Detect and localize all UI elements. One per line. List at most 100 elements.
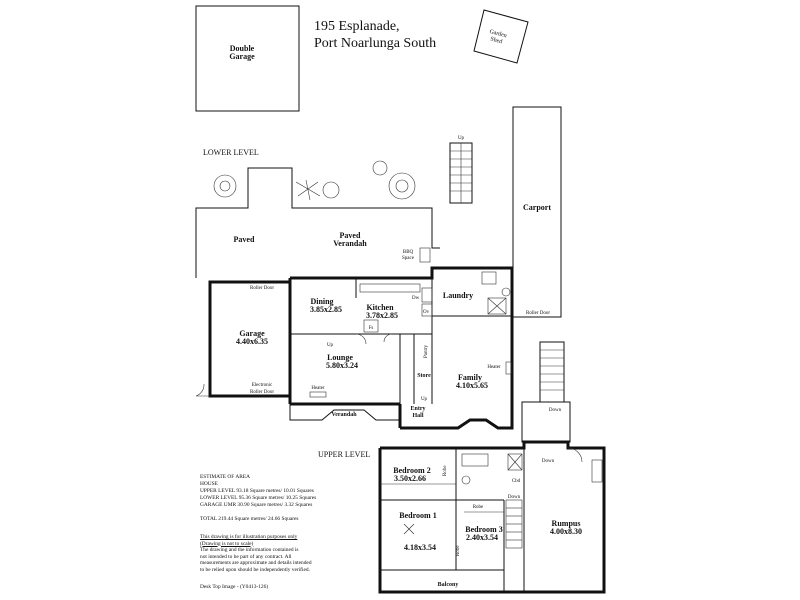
garden-shed-label-1: Garden bbox=[489, 29, 508, 39]
paved-verandah-label-2: Verandah bbox=[333, 239, 367, 248]
stairs-down-label: Down bbox=[549, 408, 562, 413]
plant-icons bbox=[213, 160, 416, 201]
shower-icon bbox=[487, 297, 507, 315]
verandah-outline bbox=[289, 404, 400, 421]
garden-shed: Garden Shed bbox=[473, 9, 529, 64]
address-line-2: Port Noarlunga South bbox=[314, 36, 437, 51]
disclaimer-line: The drawing and the information containe… bbox=[200, 547, 299, 554]
entry-hall-label-1: Entry bbox=[411, 406, 426, 412]
image-reference: Desk Top Image - (Y0413-126) bbox=[200, 584, 269, 590]
paved-verandah-label-1: Paved bbox=[340, 231, 361, 240]
family-heater-icon bbox=[505, 361, 512, 375]
internal-stairs bbox=[505, 499, 523, 549]
ov-label: Ov bbox=[423, 310, 430, 315]
pantry-label: Pantry bbox=[424, 344, 429, 358]
disclaimer-line: to be relied upon should be independentl… bbox=[200, 566, 310, 573]
double-garage-label-1: Double bbox=[230, 44, 255, 53]
bedroom3-robe-label: Robe bbox=[473, 505, 484, 510]
electronic-roller-door-label-2: Roller Door bbox=[250, 390, 274, 395]
laundry-tub-icon bbox=[481, 271, 497, 285]
electronic-roller-door-label-1: Electronic bbox=[252, 383, 273, 388]
lounge-label: Lounge bbox=[327, 353, 353, 362]
lounge-heater-label: Heater bbox=[311, 386, 325, 391]
dining-dimensions: 3.85x2.85 bbox=[310, 305, 342, 314]
garage-dimensions: 4.40x6.35 bbox=[236, 337, 268, 346]
paved-area-outline bbox=[195, 167, 440, 278]
oven-icon bbox=[421, 303, 433, 317]
carport-outline bbox=[512, 106, 562, 318]
carport-label: Carport bbox=[523, 203, 551, 212]
outdoor-stairs-top bbox=[449, 142, 473, 204]
lower-level-heading: LOWER LEVEL bbox=[203, 148, 259, 157]
cbd-label: Cbd bbox=[512, 479, 521, 484]
upper-level-heading: UPPER LEVEL bbox=[318, 450, 371, 459]
bedroom1-label: Bedroom 1 bbox=[399, 511, 436, 520]
rumpus-label: Rumpus bbox=[552, 519, 581, 528]
bedroom1-robe-label: Robe bbox=[456, 545, 461, 556]
double-garage-outline bbox=[195, 5, 300, 112]
estimate-line: ESTIMATE OF AREA bbox=[200, 474, 251, 480]
disclaimer-line: not intended to be part of any contract.… bbox=[200, 553, 292, 560]
stairs-down-lower bbox=[521, 341, 571, 443]
kitchen-dimensions: 3.78x2.85 bbox=[366, 311, 398, 320]
fridge-space bbox=[363, 319, 379, 333]
wc-icon bbox=[501, 287, 511, 297]
rumpus-kitchenette bbox=[591, 459, 603, 483]
bbq-space-label-1: BBQ bbox=[403, 250, 414, 255]
garden-shed-label-2: Shed bbox=[490, 36, 503, 45]
garage-label: Garage bbox=[239, 329, 265, 338]
family-heater-label: Heater bbox=[487, 365, 501, 370]
lounge-door-swing bbox=[355, 333, 367, 345]
disclaimer-line: measurements are approximate and details… bbox=[200, 560, 312, 567]
internal-stairs-down-label: Down bbox=[508, 495, 521, 500]
paved-label: Paved bbox=[234, 235, 255, 244]
lounge-heater-icon bbox=[309, 391, 327, 398]
double-garage-label-2: Garage bbox=[229, 52, 255, 61]
bedroom2-robe-label: Robe bbox=[443, 465, 448, 476]
garage-roller-door-label: Roller Door bbox=[250, 286, 274, 291]
lounge-dimensions: 5.80x3.24 bbox=[326, 361, 358, 370]
ceiling-fan-icon bbox=[403, 523, 415, 535]
bedroom3-label: Bedroom 3 bbox=[465, 525, 502, 534]
disclaimer: This drawing is for illustration purpose… bbox=[200, 534, 360, 574]
family-dimensions: 4.10x5.65 bbox=[456, 381, 488, 390]
entry-hall-label-2: Hall bbox=[412, 413, 423, 419]
disclaimer-heading: This drawing is for illustration purpose… bbox=[200, 534, 298, 540]
stairs-up-label: Up bbox=[458, 136, 465, 141]
bbq-space-label-2: Space bbox=[402, 256, 415, 261]
upper-stairs-down-label: Down bbox=[542, 459, 555, 464]
estimate-line: UPPER LEVEL 93.18 Square metres/ 10.01 S… bbox=[200, 488, 314, 494]
estimate-line: LOWER LEVEL 95.36 Square metres/ 10.25 S… bbox=[200, 495, 317, 501]
address-line-1: 195 Esplanade, bbox=[314, 19, 400, 34]
estimate-spacer bbox=[200, 509, 350, 516]
carport-roller-door-label: Roller Door bbox=[526, 311, 550, 316]
bathroom-fixtures bbox=[461, 453, 523, 485]
cooktop-icon bbox=[421, 287, 433, 303]
garage-side-door-icon bbox=[195, 383, 210, 397]
balcony-label: Balcony bbox=[438, 582, 459, 588]
bbq-icon bbox=[419, 247, 431, 263]
estimate-line: HOUSE bbox=[200, 481, 218, 487]
estimate-total: TOTAL 219.44 Square metres/ 24.66 Square… bbox=[200, 516, 299, 522]
area-estimate: ESTIMATE OF AREA HOUSE UPPER LEVEL 93.18… bbox=[200, 474, 350, 523]
estimate-line: GARAGE UMR 30.90 Square metres/ 3.32 Squ… bbox=[200, 502, 313, 508]
dining-label: Dining bbox=[310, 297, 333, 306]
family-label: Family bbox=[458, 373, 482, 382]
entry-up-label: Up bbox=[421, 397, 428, 402]
bedroom2-dimensions: 3.50x2.66 bbox=[394, 474, 426, 483]
property-address: 195 Esplanade, Port Noarlunga South bbox=[314, 18, 436, 52]
kitchen-label: Kitchen bbox=[366, 303, 394, 312]
fs-label: Fs bbox=[369, 326, 374, 331]
store-label: Store bbox=[417, 373, 431, 379]
disclaimer-subheading: (Drawing is not to scale) bbox=[200, 540, 254, 547]
laundry-label: Laundry bbox=[443, 291, 473, 300]
kitchen-bench bbox=[359, 283, 421, 293]
dining-up-label: Up bbox=[327, 343, 334, 348]
bedroom1-dimensions: 4.18x3.54 bbox=[404, 543, 436, 552]
bedroom2-label: Bedroom 2 bbox=[393, 466, 430, 475]
bedroom3-dimensions: 2.40x3.54 bbox=[466, 533, 498, 542]
balcony-outline bbox=[379, 569, 505, 593]
verandah-label: Verandah bbox=[331, 412, 357, 418]
dw-label: Dw bbox=[412, 296, 420, 301]
